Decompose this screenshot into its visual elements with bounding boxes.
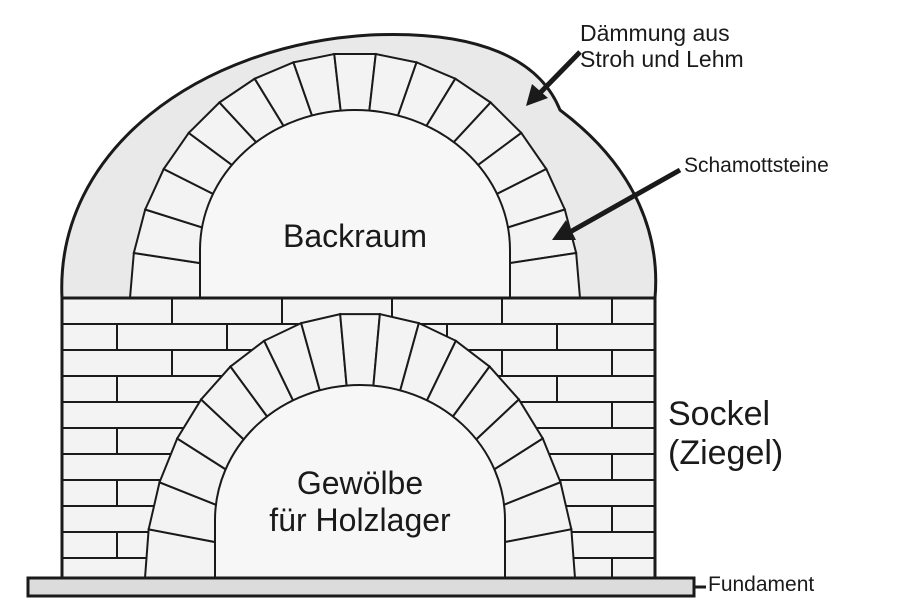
insulation-arrow bbox=[526, 50, 582, 106]
insulation-label-line2: Stroh und Lehm bbox=[580, 46, 744, 73]
vault-label-line1: Gewölbe bbox=[296, 465, 424, 501]
bake-chamber-label: Backraum bbox=[282, 218, 428, 254]
firebrick-arch bbox=[128, 52, 582, 299]
base-label: Sockel (Ziegel) bbox=[668, 395, 783, 473]
insulation-label-line1: Dämmung aus bbox=[580, 20, 730, 46]
firebricks-arrow bbox=[552, 167, 682, 240]
wood-storage-vault bbox=[214, 384, 506, 579]
base-label-line1: Sockel bbox=[668, 395, 771, 433]
bake-chamber bbox=[199, 109, 511, 299]
firebricks-label: Schamottsteine bbox=[684, 154, 829, 177]
foundation-label: Fundament bbox=[708, 573, 815, 596]
base-label-line2: (Ziegel) bbox=[668, 434, 784, 473]
vault-label: Gewölbe für Holzlager bbox=[245, 465, 475, 539]
vault-label-line2: für Holzlager bbox=[269, 501, 451, 538]
foundation-slab bbox=[26, 576, 696, 598]
insulation-label: Dämmung aus Stroh und Lehm bbox=[580, 20, 744, 73]
